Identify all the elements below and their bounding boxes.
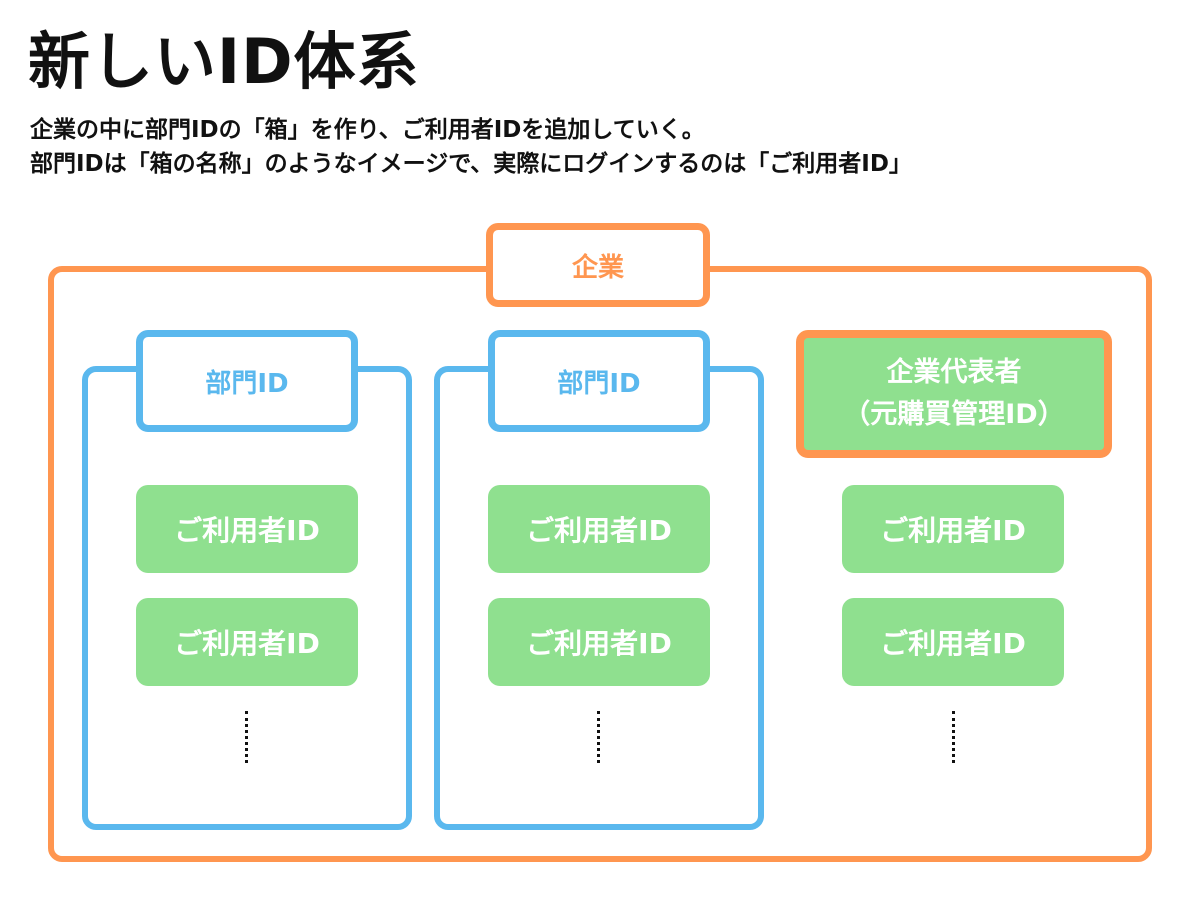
department-label-2: 部門ID (488, 330, 710, 432)
company-label: 企業 (486, 223, 710, 307)
user-id-box: ご利用者ID (488, 485, 710, 573)
user-id-box: ご利用者ID (842, 598, 1064, 686)
user-id-box: ご利用者ID (136, 485, 358, 573)
representative-title: 企業代表者 (886, 357, 1022, 388)
description-line-2: 部門IDは「箱の名称」のようなイメージで、実際にログインするのは「ご利用者ID」 (30, 151, 912, 177)
page-title: 新しいID体系 (28, 25, 420, 98)
representative-subtitle: （元購買管理ID） (843, 399, 1065, 430)
department-label-1: 部門ID (136, 330, 358, 432)
user-id-box: ご利用者ID (488, 598, 710, 686)
user-id-box: ご利用者ID (136, 598, 358, 686)
more-users-dots (952, 711, 955, 763)
more-users-dots (245, 711, 248, 763)
description-line-1: 企業の中に部門IDの「箱」を作り、ご利用者IDを追加していく。 (30, 117, 705, 143)
more-users-dots (597, 711, 600, 763)
user-id-box: ご利用者ID (842, 485, 1064, 573)
company-representative-box: 企業代表者 （元購買管理ID） (796, 330, 1112, 458)
